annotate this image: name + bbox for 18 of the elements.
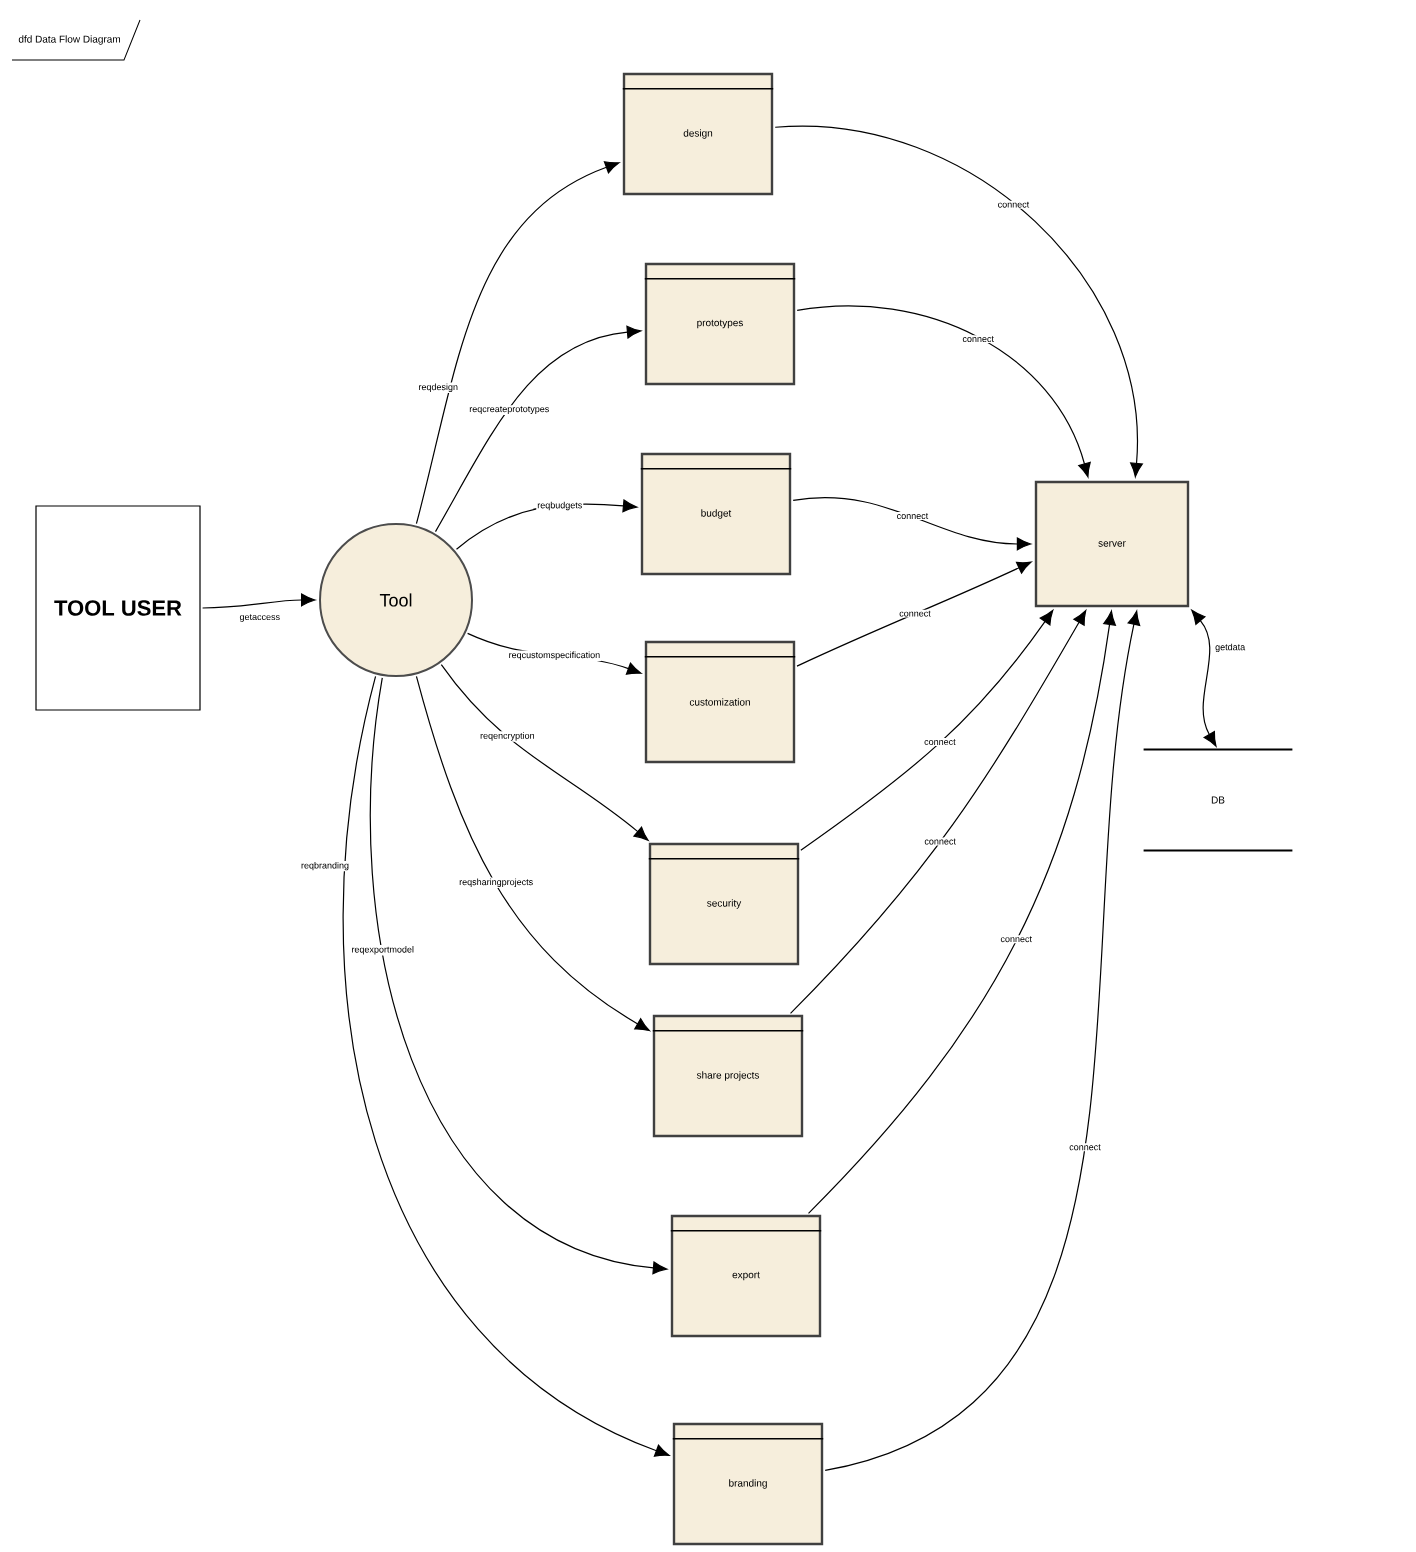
arrow xyxy=(440,664,649,841)
arrow xyxy=(415,675,650,1032)
arrow xyxy=(434,325,642,533)
arrow xyxy=(202,593,316,609)
arrow xyxy=(1191,609,1217,747)
external-entity-box: TOOL USER xyxy=(35,505,201,711)
arrow xyxy=(774,126,1143,478)
arrow xyxy=(807,610,1116,1214)
arrow xyxy=(789,610,1087,1014)
arrow xyxy=(455,499,638,550)
arrow xyxy=(800,610,1054,851)
arrow xyxy=(342,675,670,1457)
arrow xyxy=(415,161,620,525)
arrow xyxy=(792,497,1032,551)
arrow xyxy=(824,610,1141,1471)
arrow xyxy=(796,305,1091,478)
arrow xyxy=(369,677,668,1275)
arrow xyxy=(796,561,1032,667)
